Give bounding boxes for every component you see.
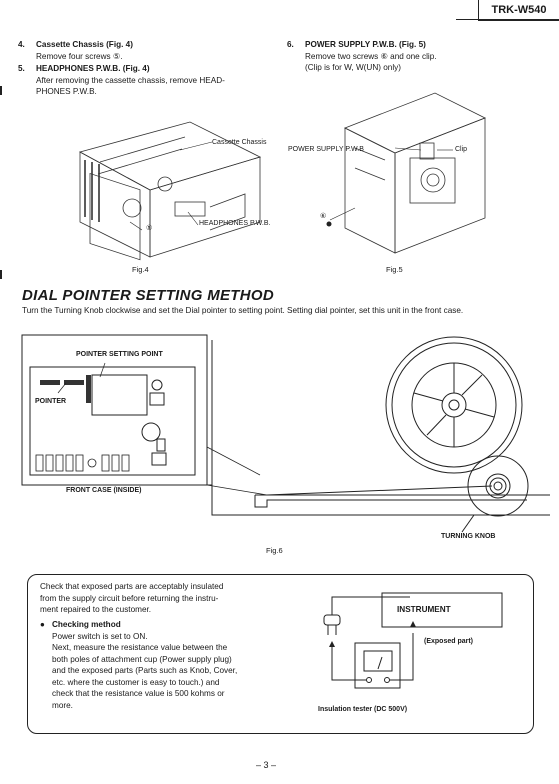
step-text: Remove four screws ⑤. bbox=[36, 51, 123, 61]
label-headphones-pwb: HEADPHONES P.W.B. bbox=[199, 220, 271, 227]
page-number: – 3 – bbox=[256, 760, 277, 770]
section-text: Turn the Turning Knob clockwise and set … bbox=[22, 306, 464, 315]
method-text: Next, measure the resistance value betwe… bbox=[52, 643, 228, 652]
label-exposed-part: (Exposed part) bbox=[424, 638, 474, 645]
label-screw-6: ⑥ bbox=[320, 213, 327, 220]
fig6-illustration bbox=[21, 334, 550, 533]
step-title: Cassette Chassis (Fig. 4) bbox=[36, 40, 133, 49]
step-title: HEADPHONES P.W.B. (Fig. 4) bbox=[36, 64, 150, 73]
step-title: POWER SUPPLY P.W.B. (Fig. 5) bbox=[305, 40, 426, 49]
method-title: Checking method bbox=[52, 620, 121, 629]
model-number: TRK-W540 bbox=[478, 0, 559, 21]
safety-check-box bbox=[27, 574, 534, 734]
method-text: check that the resistance value is 500 k… bbox=[52, 689, 225, 698]
step-text: Remove two screws ⑥ and one clip. bbox=[305, 51, 437, 61]
method-text: both poles of attachment cup (Power supp… bbox=[52, 654, 232, 664]
label-insulation-tester: Insulation tester (DC 500V) bbox=[318, 706, 408, 713]
method-text: more. bbox=[52, 700, 73, 710]
section-title: DIAL POINTER SETTING METHOD bbox=[22, 287, 274, 304]
bullet-icon: ● bbox=[40, 620, 45, 629]
step-number: 6. bbox=[287, 40, 294, 49]
label-turning-knob: TURNING KNOB bbox=[441, 533, 496, 540]
label-cassette-chassis: Cassette Chassis bbox=[212, 139, 267, 146]
step-5: 5. HEADPHONES P.W.B. (Fig. 4) After remov… bbox=[18, 63, 288, 98]
step-number: 4. bbox=[18, 40, 25, 49]
label-pointer-setting-point: POINTER SETTING POINT bbox=[76, 351, 163, 358]
header-rule bbox=[456, 19, 559, 20]
safety-intro: Check that exposed parts are acceptably … bbox=[40, 581, 290, 616]
label-instrument: INSTRUMENT bbox=[397, 605, 451, 614]
method-text: Power switch is set to ON. bbox=[52, 631, 148, 641]
label-pointer: POINTER bbox=[35, 398, 67, 405]
method-text: and the exposed parts (Parts such as Kno… bbox=[52, 666, 238, 675]
binder-mark bbox=[0, 270, 2, 279]
step-text: PHONES P.W.B. bbox=[36, 87, 97, 96]
step-number: 5. bbox=[18, 64, 25, 73]
label-clip: Clip bbox=[455, 146, 468, 153]
label-power-supply-pwb: POWER SUPPLY P.W.B bbox=[288, 146, 364, 153]
fig5-illustration bbox=[326, 92, 486, 254]
binder-mark bbox=[0, 86, 2, 95]
safety-text: ment repaired to the customer. bbox=[40, 605, 152, 614]
label-screw-5: ⑤ bbox=[146, 225, 153, 232]
step-6: 6. POWER SUPPLY P.W.B. (Fig. 5) Remove tw… bbox=[287, 39, 537, 74]
fig4-caption: Fig.4 bbox=[132, 265, 149, 274]
safety-text: from the supply circuit before returning… bbox=[40, 593, 219, 603]
step-text: After removing the cassette chassis, rem… bbox=[36, 75, 225, 85]
fig6-caption: Fig.6 bbox=[266, 546, 283, 555]
checking-method: ● Checking method Power switch is set to … bbox=[40, 619, 300, 711]
step-4: 4. Cassette Chassis (Fig. 4) Remove four … bbox=[18, 39, 278, 62]
insulation-test-diagram bbox=[323, 592, 503, 689]
fig5-caption: Fig.5 bbox=[386, 265, 403, 274]
fig4-illustration bbox=[78, 121, 262, 261]
method-text: etc. where the customer is easy to touch… bbox=[52, 677, 220, 687]
step-text: (Clip is for W, W(UN) only) bbox=[305, 63, 401, 72]
safety-text: Check that exposed parts are acceptably … bbox=[40, 582, 224, 591]
label-front-case: FRONT CASE (INSIDE) bbox=[66, 487, 142, 494]
